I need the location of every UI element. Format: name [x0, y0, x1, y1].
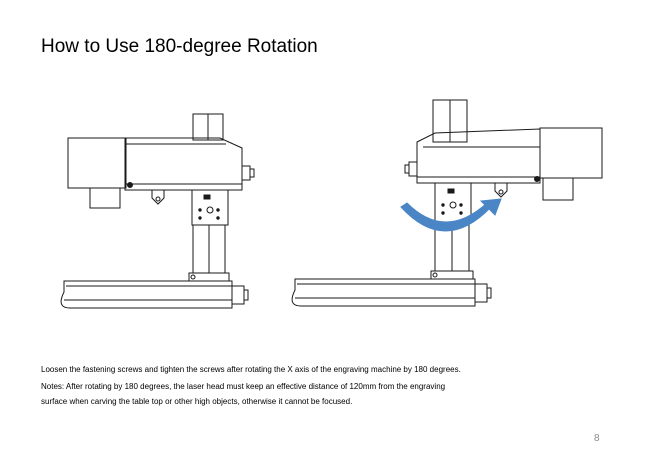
rotation-arrow-icon — [400, 198, 502, 232]
page-number: 8 — [594, 433, 600, 444]
figure-machine-default — [60, 110, 260, 315]
engraving-machine-default-icon — [60, 113, 255, 309]
engraving-machine-rotated-icon — [291, 99, 603, 307]
notes-paragraph-line-1: Notes: After rotating by 180 degrees, th… — [41, 382, 446, 391]
notes-paragraph-line-2: surface when carving the table top or ot… — [41, 397, 353, 406]
instruction-paragraph: Loosen the fastening screws and tighten … — [41, 365, 461, 374]
page-title: How to Use 180-degree Rotation — [41, 36, 318, 57]
figure-machine-rotated — [285, 95, 615, 320]
